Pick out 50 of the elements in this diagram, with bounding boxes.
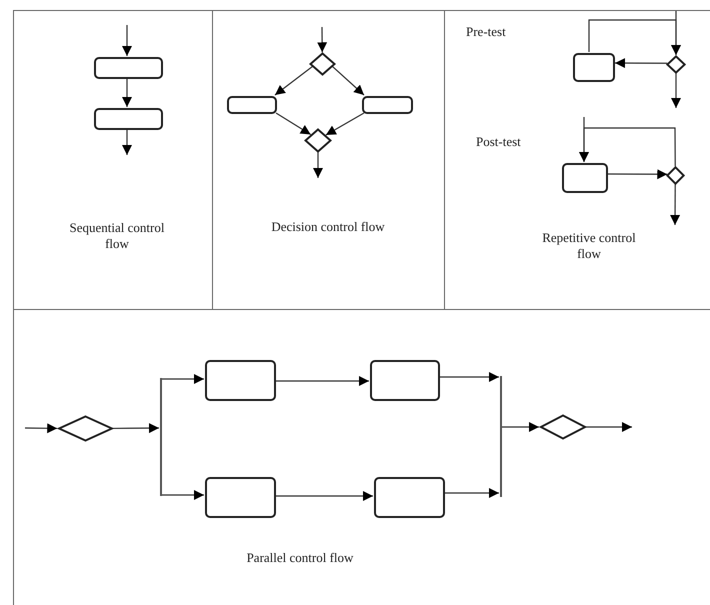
process-box [94, 108, 163, 130]
arrow [615, 58, 668, 68]
panel-title: Pre-test [466, 24, 506, 40]
arrow [439, 372, 499, 382]
decision-diamond [667, 167, 684, 184]
panel-title: Decision control flow [270, 219, 386, 235]
process-box [205, 360, 276, 401]
arrow [313, 151, 323, 178]
arrow [670, 182, 680, 225]
arrow [112, 423, 159, 434]
process-box [573, 53, 615, 82]
process-box [227, 96, 277, 114]
process-box [374, 477, 445, 518]
arrow [274, 65, 314, 96]
arrow [585, 422, 632, 432]
arrow [122, 129, 132, 155]
process-box [362, 96, 413, 114]
diagram-panel [445, 10, 710, 310]
arrow [275, 376, 369, 386]
arrow [122, 25, 132, 56]
process-box [370, 360, 440, 401]
panel-title: Sequential control flow [68, 220, 166, 252]
panel-title: Parallel control flow [246, 550, 354, 566]
arrow [276, 112, 311, 135]
arrow [326, 112, 364, 136]
arrow [671, 72, 681, 108]
arrow [275, 491, 373, 501]
decision-diamond [58, 416, 113, 441]
process-box [205, 477, 276, 518]
decision-diamond [667, 56, 685, 73]
arrow [317, 27, 328, 52]
process-box [94, 57, 163, 79]
decision-diamond [310, 53, 335, 75]
decision-diamond [305, 129, 331, 152]
arrow [122, 78, 132, 107]
arrow [579, 127, 676, 166]
arrow [501, 422, 539, 432]
arrow [161, 490, 204, 500]
arrow [161, 374, 204, 384]
process-box [562, 163, 608, 193]
arrow [331, 65, 364, 96]
arrow [444, 488, 499, 498]
diagram-panel [13, 10, 213, 310]
arrow [588, 19, 681, 55]
panel-title: Repetitive control flow [541, 230, 637, 262]
panel-title: Post-test [476, 134, 521, 150]
decision-diamond [540, 415, 586, 439]
arrow [25, 423, 58, 434]
diagram-panel [213, 10, 445, 310]
arrow [608, 169, 668, 180]
